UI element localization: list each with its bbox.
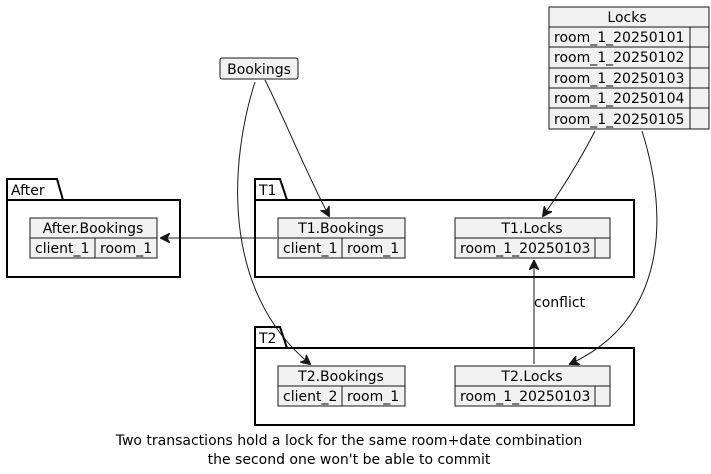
- table-t2-locks: T2.Locks room_1_20250103: [454, 365, 611, 407]
- locks-row: room_1_20250103: [554, 71, 684, 87]
- caption-line-2: the second one won't be able to commit: [208, 452, 491, 468]
- package-t2-label: T2: [258, 331, 276, 347]
- locks-row: room_1_20250105: [554, 112, 684, 128]
- table-bookings: Bookings: [219, 57, 299, 80]
- conflict-label: conflict: [534, 295, 586, 311]
- table-locks-title: Locks: [607, 10, 646, 26]
- after-bookings-cell-client: client_1: [35, 241, 89, 257]
- t2-locks-cell: room_1_20250103: [460, 389, 590, 405]
- table-t1-bookings: T1.Bookings client_1 room_1: [277, 217, 406, 259]
- package-after-label: After: [11, 183, 45, 199]
- t2-bookings-cell-room: room_1: [347, 389, 399, 405]
- after-bookings-title: After.Bookings: [43, 221, 144, 237]
- edge-bookings-to-t2-bookings: [237, 81, 310, 364]
- locks-row: room_1_20250102: [554, 50, 684, 66]
- locks-row: room_1_20250101: [554, 30, 684, 46]
- edge-bookings-to-t1-bookings: [264, 79, 329, 216]
- table-after-bookings: After.Bookings client_1 room_1: [29, 217, 158, 259]
- t1-bookings-cell-client: client_1: [283, 241, 337, 257]
- t1-locks-cell: room_1_20250103: [460, 241, 590, 257]
- table-bookings-title: Bookings: [227, 62, 291, 78]
- t2-bookings-title: T2.Bookings: [297, 369, 384, 385]
- t1-bookings-cell-room: room_1: [347, 241, 399, 257]
- table-t1-locks: T1.Locks room_1_20250103: [454, 217, 611, 259]
- t2-locks-title: T2.Locks: [500, 369, 562, 385]
- table-locks: Locks room_1_20250101 room_1_20250102 ro…: [548, 6, 710, 130]
- locks-row: room_1_20250104: [554, 91, 684, 107]
- after-bookings-cell-room: room_1: [100, 241, 152, 257]
- t1-locks-title: T1.Locks: [500, 221, 562, 237]
- t2-bookings-cell-client: client_2: [283, 389, 337, 405]
- caption-line-1: Two transactions hold a lock for the sam…: [115, 433, 583, 449]
- t1-bookings-title: T1.Bookings: [297, 221, 384, 237]
- edge-locks-to-t2-locks: [570, 130, 658, 364]
- package-t1-label: T1: [258, 183, 276, 199]
- table-t2-bookings: T2.Bookings client_2 room_1: [277, 365, 406, 407]
- edge-locks-to-t1-locks: [543, 130, 596, 216]
